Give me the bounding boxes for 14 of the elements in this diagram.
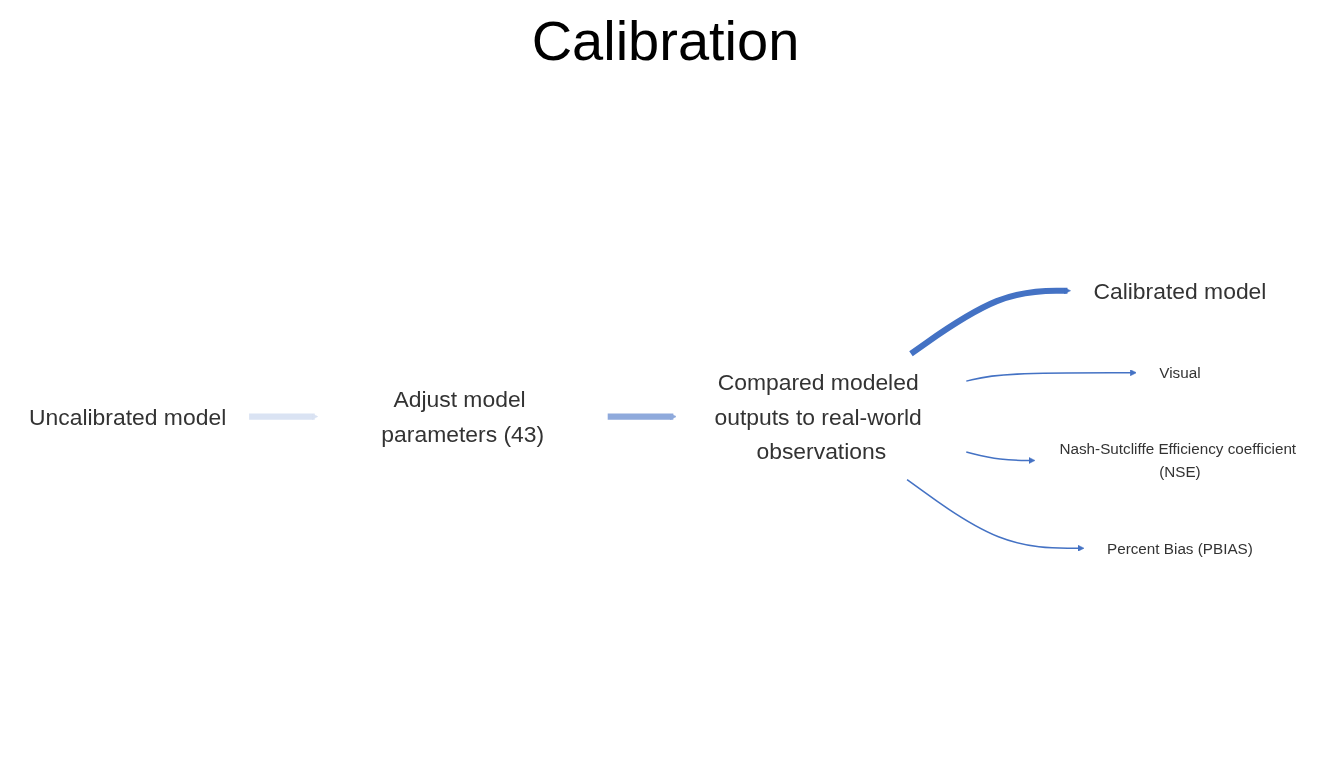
- arrow: [909, 287, 1071, 357]
- arrow: [249, 413, 319, 421]
- arrow: [965, 451, 1036, 465]
- node-text: Nash-Sutcliffe Efficiency coefficient (NSE): [1059, 441, 1297, 481]
- node-text: Calibrated model: [1093, 278, 1267, 304]
- arrow: [906, 479, 1085, 552]
- node-text: Adjust model parameters (43): [381, 387, 545, 447]
- arrow: [607, 413, 677, 421]
- node-text: Uncalibrated model: [29, 404, 227, 430]
- node-text: Percent Bias (PBIAS): [1106, 540, 1253, 557]
- node-text: Compared modeled outputs to real-world observations: [714, 370, 922, 464]
- arrow: [965, 369, 1137, 383]
- node-text: Visual: [1159, 364, 1201, 382]
- diagram-title: Calibration: [530, 8, 801, 73]
